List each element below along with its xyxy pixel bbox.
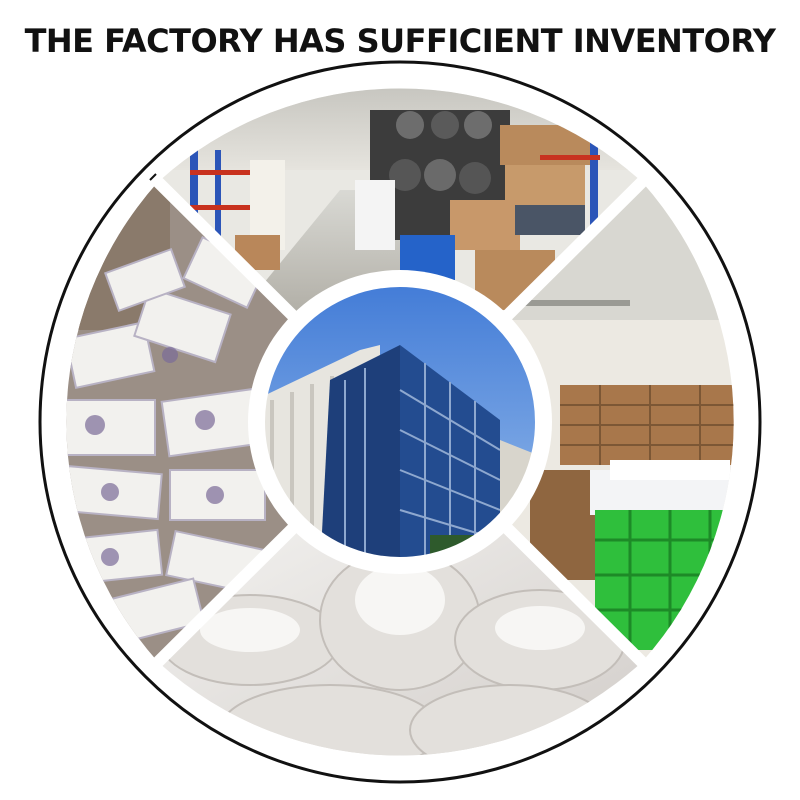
center-ring [251, 273, 549, 571]
photo-factory-building [258, 280, 542, 564]
page-title: THE FACTORY HAS SUFFICIENT INVENTORY [24, 22, 776, 60]
outer-ring [38, 60, 762, 784]
